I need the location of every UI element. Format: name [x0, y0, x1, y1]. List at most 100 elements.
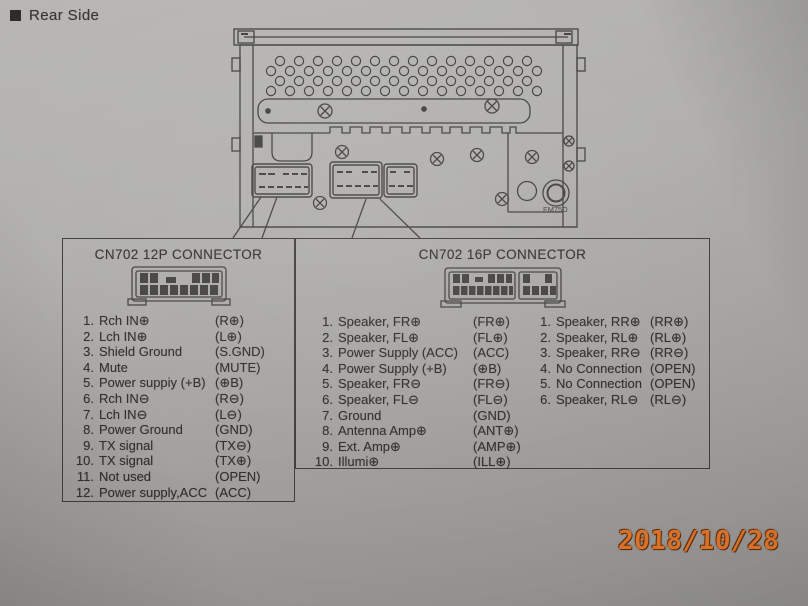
- pin-name: No Connection: [556, 360, 642, 376]
- pin-code: (TX⊖): [215, 437, 252, 453]
- pin-number: 1.: [540, 314, 551, 329]
- pin-code: (GND): [473, 407, 511, 423]
- pin-code: (RR⊕): [650, 314, 689, 329]
- pin-name: Ext. Amp⊕: [338, 438, 401, 454]
- strip-screws: [265, 98, 500, 119]
- pin-name: Antenna Amp⊕: [338, 423, 427, 439]
- pin-name: Mute: [99, 359, 128, 375]
- pin-code: (OPEN): [650, 376, 696, 392]
- pin-code: (FR⊖): [473, 376, 510, 392]
- pin-code: (OPEN): [215, 468, 261, 484]
- pin-number: 2.: [540, 329, 551, 345]
- pin-code: (S.GND): [215, 344, 265, 360]
- leader-lines: [232, 196, 421, 239]
- pin-number: 3.: [540, 345, 551, 361]
- pin-number: 11.: [76, 468, 94, 484]
- pin-name: Illumi⊕: [338, 454, 380, 470]
- pin-number: 8.: [322, 423, 333, 439]
- connector-12p-icon: [126, 266, 231, 306]
- pin-row: 3. Speaker, RR⊖ (RR⊖): [529, 345, 701, 361]
- pin-row: 4. Power Supply (+B) (⊕B): [309, 361, 534, 377]
- pin-code: (R⊕): [215, 313, 244, 328]
- pin-row: 11. Not used (OPEN): [68, 469, 287, 485]
- pin-row: 6. Rch IN⊖ (R⊖): [68, 391, 287, 407]
- pin-row: 3.Shield Ground(S.GND): [68, 344, 287, 360]
- pin-name: Speaker, FR⊕: [338, 314, 422, 329]
- pin-code: (⊕B): [215, 375, 244, 391]
- pin-code: (TX⊕): [215, 453, 252, 469]
- panel-screws: [312, 135, 575, 211]
- pin-row: 10. Illumi⊕ (ILL⊕): [309, 454, 534, 470]
- pin-name: Power supply,ACC: [99, 484, 208, 500]
- pin-code: (⊕B): [473, 360, 502, 376]
- pin-code: (RL⊕): [650, 329, 687, 345]
- pin-row: 7.Lch IN⊖(L⊖): [68, 407, 287, 423]
- socket-16p: [329, 161, 418, 199]
- pin-name: Power suppiy (+B): [99, 375, 206, 391]
- vent-holes: [265, 55, 543, 97]
- pin-number: 5.: [540, 376, 551, 392]
- pin-number: 6.: [322, 391, 333, 407]
- pin-row: 1. Rch IN⊕ (R⊕): [68, 313, 287, 329]
- connector-12p-box: CN702 12P CONNECTOR 1. Rch IN⊕ (R⊕) 2. Lch …: [62, 238, 295, 502]
- connector-16p-pin-list-right: 1.Speaker, RR⊕(RR⊕) 2.Speaker, RL⊕(RL⊕) …: [529, 314, 701, 408]
- pin-code: (FL⊕): [473, 329, 508, 345]
- pin-code: (ILL⊕): [473, 454, 511, 470]
- connector-16p-box: CN702 16P CONNECTOR 1. Speaker, FR⊕ (FR⊕): [295, 238, 710, 469]
- pin-name: Speaker, RR⊖: [556, 345, 641, 361]
- pin-name: Rch IN⊖: [99, 390, 150, 406]
- pin-name: Power Ground: [99, 422, 183, 438]
- antenna-jack: [507, 133, 570, 213]
- pin-code: (R⊖): [215, 390, 244, 406]
- pin-number: 10.: [314, 454, 333, 470]
- pin-name: No Connection: [556, 376, 642, 392]
- pin-name: Not used: [99, 468, 152, 484]
- pin-number: 4.: [540, 360, 551, 376]
- pin-number: 5.: [83, 375, 94, 391]
- pin-number: 2.: [83, 328, 94, 344]
- pin-row: 4.No Connection(OPEN): [529, 361, 701, 377]
- pin-name: Ground: [338, 407, 382, 423]
- camera-date-stamp: 2018/10/28: [617, 526, 781, 556]
- pin-row: 1. Speaker, FR⊕ (FR⊕): [309, 314, 534, 330]
- pin-name: Speaker, FL⊖: [338, 391, 419, 407]
- pin-number: 3.: [322, 345, 333, 361]
- pin-name: Lch IN⊕: [99, 328, 148, 344]
- pin-row: 2.Speaker, RL⊕(RL⊕): [529, 330, 701, 346]
- pin-code: (RR⊖): [650, 345, 689, 361]
- pin-number: 1.: [322, 314, 333, 329]
- connector-12p-title: CN702 12P CONNECTOR: [94, 247, 263, 262]
- pin-number: 6.: [83, 390, 94, 406]
- pin-number: 4.: [322, 360, 333, 376]
- pin-name: Speaker, RR⊕: [556, 314, 641, 329]
- pin-number: 1.: [83, 313, 94, 328]
- pin-name: Shield Ground: [99, 344, 183, 360]
- pin-row: 6. Speaker, FL⊖ (FL⊖): [309, 392, 534, 408]
- rear-side-header: Rear Side: [10, 7, 99, 24]
- pin-name: Speaker, FR⊖: [338, 376, 422, 392]
- pin-code: (ACC): [473, 345, 510, 361]
- pin-code: (L⊖): [215, 406, 242, 422]
- pin-code: (FL⊖): [473, 391, 508, 407]
- pin-code: (AMP⊕): [473, 438, 521, 454]
- pin-code: (GND): [215, 422, 253, 438]
- pin-code: (ANT⊕): [473, 423, 519, 439]
- pin-name: TX signal: [99, 437, 154, 453]
- pin-row: 8. Antenna Amp⊕ (ANT⊕): [309, 423, 534, 439]
- pin-number: 4.: [83, 359, 94, 375]
- connector-16p-icon: [439, 267, 566, 308]
- pin-name: Rch IN⊕: [99, 313, 150, 328]
- pin-row: 3.Power Supply (ACC)(ACC): [309, 345, 534, 361]
- pin-row: 4.Mute(MUTE): [68, 360, 287, 376]
- pin-name: Power Supply (+B): [338, 360, 447, 376]
- rear-side-label: Rear Side: [29, 7, 100, 24]
- connector-16p-title: CN702 16P CONNECTOR: [418, 247, 587, 262]
- pin-code: (FR⊕): [473, 314, 510, 329]
- pin-row: 9. Ext. Amp⊕ (AMP⊕): [309, 439, 534, 455]
- pin-code: (L⊕): [215, 328, 242, 344]
- pin-number: 9.: [322, 438, 333, 454]
- pin-number: 7.: [322, 407, 333, 423]
- screw-strip: [257, 98, 531, 124]
- pin-code: (RL⊖): [650, 391, 687, 407]
